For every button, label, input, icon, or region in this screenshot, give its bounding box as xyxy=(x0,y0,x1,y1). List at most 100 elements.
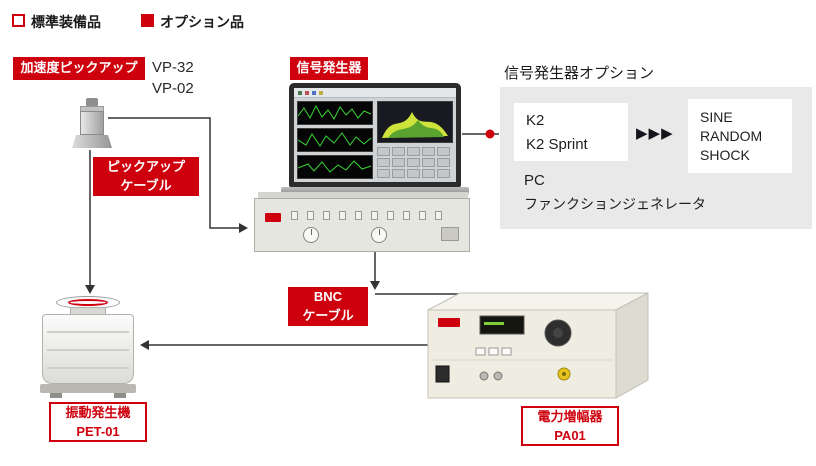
toolbar-icon xyxy=(298,91,302,95)
rack-connector xyxy=(419,211,426,220)
bnc-cable-text-2: ケーブル xyxy=(302,307,354,323)
gain-knob-center xyxy=(553,328,563,338)
rack-connector xyxy=(387,211,394,220)
rack-connector xyxy=(435,211,442,220)
pickup-cable-line xyxy=(108,117,240,229)
amplifier-side-face xyxy=(615,292,649,399)
power-switch xyxy=(435,365,450,383)
keypad-key xyxy=(422,169,435,178)
rack-dial xyxy=(303,227,319,243)
keypad-key xyxy=(407,158,420,167)
accelerometer-connector xyxy=(86,98,98,107)
keypad-key xyxy=(392,147,405,156)
accelerometer-models: VP-32 VP-02 xyxy=(152,57,194,99)
rack-connector xyxy=(403,211,410,220)
keypad-key xyxy=(377,169,390,178)
controller-rack-image xyxy=(254,198,470,252)
accelerometer-model-2: VP-02 xyxy=(152,80,194,97)
amplifier-image xyxy=(427,292,649,399)
legend-option-swatch xyxy=(141,14,154,27)
shaker-tag: 振動発生機 PET-01 xyxy=(49,402,147,442)
shaker-base xyxy=(40,384,136,393)
amplifier-name: 電力増幅器 xyxy=(537,408,603,424)
arrow-down-icon xyxy=(370,281,380,290)
shaker-name: 振動発生機 xyxy=(65,404,131,420)
imv-logo xyxy=(438,318,460,327)
amplifier-model: PA01 xyxy=(554,428,586,443)
rack-dial xyxy=(371,227,387,243)
keypad-key xyxy=(437,169,450,178)
rack-module xyxy=(441,227,459,241)
pickup-cable-text-2: ケーブル xyxy=(120,177,172,193)
rack-top-face xyxy=(258,192,468,199)
option-node-dot xyxy=(485,129,495,139)
triple-arrow-icon: ▶▶▶ xyxy=(636,125,674,142)
accelerometer-body xyxy=(80,111,104,135)
keypad-key xyxy=(392,169,405,178)
shaker-foot xyxy=(114,393,126,398)
waveform-panel xyxy=(297,155,373,179)
accelerometer-tag-text: 加速度ピックアップ xyxy=(20,60,138,76)
laptop-screen xyxy=(294,88,456,182)
bnc-cable-tag: BNC ケーブル xyxy=(288,287,368,326)
output-connector-pin xyxy=(562,372,566,376)
shaker-groove xyxy=(47,367,129,369)
options-panel: K2 K2 Sprint ▶▶▶ SINE RANDOM SHOCK PC ファ… xyxy=(500,87,812,229)
shaker-model: PET-01 xyxy=(76,424,120,439)
options-panel-title: 信号発生器オプション xyxy=(504,65,655,82)
test-modes-card: SINE RANDOM SHOCK xyxy=(688,99,792,173)
keypad-key xyxy=(377,147,390,156)
waveform-panel xyxy=(297,101,373,125)
keypad-key xyxy=(392,158,405,167)
software-toolbar xyxy=(294,88,456,98)
arrow-right-icon xyxy=(239,223,248,233)
waterfall-plot xyxy=(377,101,453,143)
input-jack xyxy=(493,371,503,381)
bnc-cable-text-1: BNC xyxy=(313,288,343,304)
amplifier-display-readout xyxy=(484,322,504,325)
rack-connector xyxy=(307,211,314,220)
accelerometer-image xyxy=(68,98,116,152)
rack-connector xyxy=(339,211,346,220)
rack-connector xyxy=(371,211,378,220)
keypad-key xyxy=(437,158,450,167)
legend-option-label: オプション品 xyxy=(160,14,244,30)
legend-standard-label: 標準装備品 xyxy=(31,14,101,30)
waveform-trace xyxy=(297,132,372,147)
shaker-body xyxy=(42,314,134,384)
shaker-image xyxy=(40,294,136,400)
signal-generator-text: 信号発生器 xyxy=(296,60,362,76)
accelerometer-base xyxy=(72,135,112,148)
legend-standard-swatch xyxy=(12,14,25,27)
controller-option-card: K2 K2 Sprint xyxy=(514,103,628,161)
pc-option-label: PC xyxy=(524,172,545,189)
controller-option-k2sprint: K2 Sprint xyxy=(526,136,588,153)
waveform-panel xyxy=(297,128,373,152)
accelerometer-tag: 加速度ピックアップ xyxy=(13,57,145,80)
keypad-key xyxy=(422,147,435,156)
controller-option-k2: K2 xyxy=(526,112,545,129)
rack-connector xyxy=(291,211,298,220)
function-generator-option-label: ファンクションジェネレータ xyxy=(524,196,706,212)
shaker-foot xyxy=(50,393,62,398)
pickup-cable-tag: ピックアップ ケーブル xyxy=(93,157,199,196)
waveform-trace xyxy=(297,104,372,120)
rack-connector xyxy=(355,211,362,220)
input-jack xyxy=(479,371,489,381)
shaker-groove xyxy=(47,349,129,351)
keypad-key xyxy=(407,147,420,156)
mode-random: RANDOM xyxy=(700,128,763,144)
mode-shock: SHOCK xyxy=(700,147,750,163)
amplifier-button xyxy=(488,347,499,356)
rack-connector xyxy=(323,211,330,220)
laptop-image xyxy=(289,83,461,187)
mode-sine: SINE xyxy=(700,109,733,125)
accelerometer-model-1: VP-32 xyxy=(152,59,194,76)
keypad-key xyxy=(437,147,450,156)
control-keypad xyxy=(377,147,450,178)
toolbar-icon xyxy=(319,91,323,95)
amplifier-top-face xyxy=(427,292,649,311)
amplifier-button xyxy=(475,347,486,356)
